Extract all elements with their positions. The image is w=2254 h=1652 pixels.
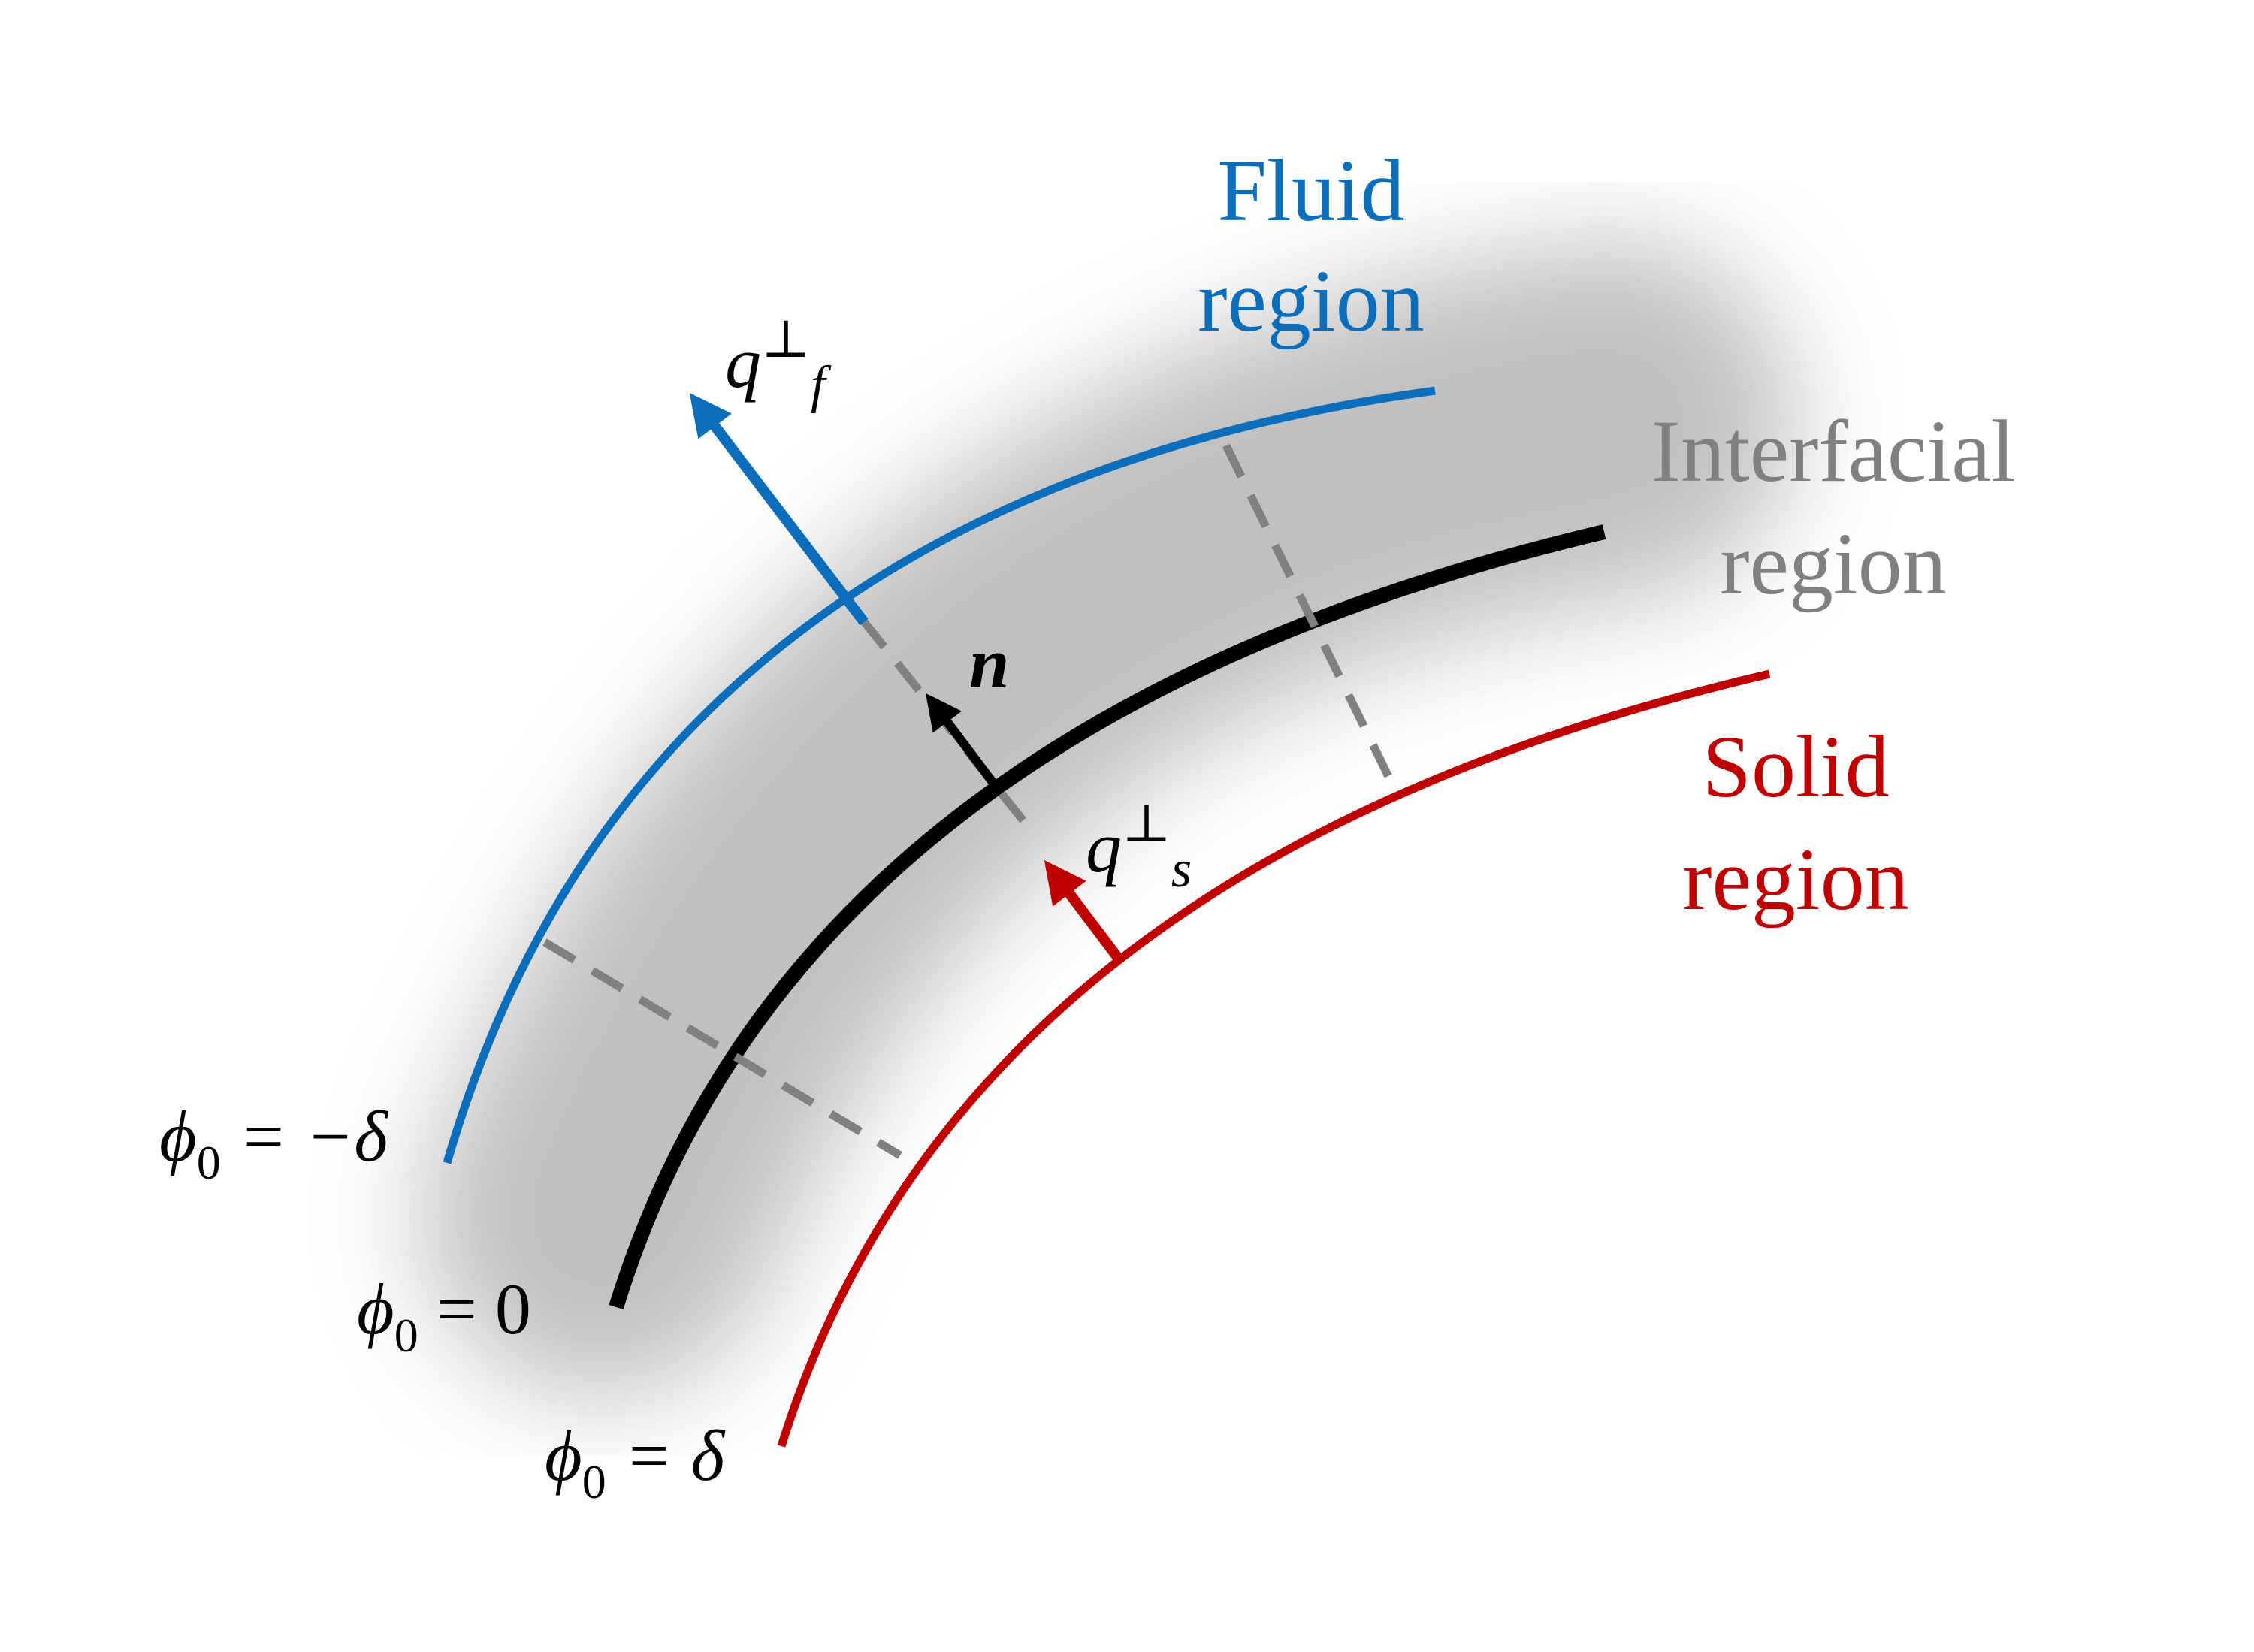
solid-region-label-line2: region bbox=[1682, 830, 1908, 929]
normal-vector-arrow bbox=[926, 693, 999, 788]
interfacial-region-label-line2: region bbox=[1720, 515, 1946, 613]
interfacial-region-label-line1: Interfacial bbox=[1651, 402, 2016, 500]
level-set-minus-delta-label: ϕ0 = −δ bbox=[159, 1096, 388, 1189]
normal-dashed-line-left bbox=[542, 938, 902, 1159]
interfacial-band-shadow bbox=[421, 240, 1796, 1397]
level-set-plus-delta-label: ϕ0 = δ bbox=[545, 1415, 725, 1509]
solid-flux-arrow bbox=[1044, 859, 1122, 962]
interface-curve bbox=[609, 524, 1606, 1309]
normal-vector-label: n bbox=[969, 623, 1009, 703]
normal-dashed-line-right bbox=[1222, 443, 1401, 797]
solid-flux-label: q⊥s bbox=[1086, 796, 1192, 898]
level-set-zero-label: ϕ0 = 0 bbox=[357, 1269, 531, 1362]
fluid-flux-label: q⊥f bbox=[725, 311, 832, 414]
fluid-boundary-curve bbox=[443, 386, 1436, 1164]
fluid-flux-arrow bbox=[689, 392, 869, 626]
fluid-region-label-line1: Fluid bbox=[1217, 141, 1404, 240]
solid-boundary-curve bbox=[777, 669, 1771, 1448]
fluid-region-label-line2: region bbox=[1198, 252, 1424, 350]
solid-region-label-line1: Solid bbox=[1702, 717, 1889, 816]
